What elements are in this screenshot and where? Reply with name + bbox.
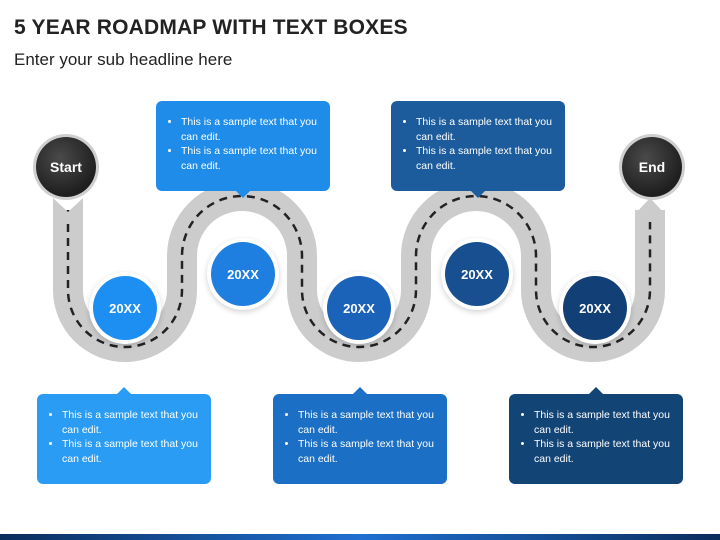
page-subtitle: Enter your sub headline here <box>14 50 233 69</box>
text-box-2: This is a sample text that you can edit.… <box>156 101 330 198</box>
text-box-1-pointer <box>117 387 131 394</box>
text-box-4-bullet-1: This is a sample text that you can edit. <box>416 115 555 144</box>
text-box-1-bullet-2: This is a sample text that you can edit. <box>62 437 201 466</box>
milestone-2-label: 20XX <box>227 266 259 282</box>
milestone-3-label: 20XX <box>343 300 375 316</box>
text-box-3: This is a sample text that you can edit.… <box>273 387 447 484</box>
text-box-5: This is a sample text that you can edit.… <box>509 387 683 484</box>
start-road-tail <box>53 198 83 220</box>
text-box-4-pointer <box>471 191 485 198</box>
text-box-5-bullet-1: This is a sample text that you can edit. <box>534 408 673 437</box>
page-title: 5 YEAR ROADMAP WITH TEXT BOXES <box>14 16 408 39</box>
text-box-3-pointer <box>353 387 367 394</box>
end-marker: End <box>622 137 682 197</box>
text-box-5-pointer <box>589 387 603 394</box>
footer-accent-bar <box>0 534 720 540</box>
text-box-2-bullet-1: This is a sample text that you can edit. <box>181 115 320 144</box>
text-box-4: This is a sample text that you can edit.… <box>391 101 565 198</box>
text-box-4-bullet-2: This is a sample text that you can edit. <box>416 144 555 173</box>
text-box-2-pointer <box>236 191 250 198</box>
text-box-4-list: This is a sample text that you can edit.… <box>401 115 555 173</box>
milestone-5: 20XX <box>563 276 627 340</box>
milestone-1: 20XX <box>93 276 157 340</box>
end-road-arrow <box>635 198 665 222</box>
text-box-3-list: This is a sample text that you can edit.… <box>283 408 437 466</box>
milestone-4: 20XX <box>445 242 509 306</box>
text-box-2-bullet-2: This is a sample text that you can edit. <box>181 144 320 173</box>
milestone-3: 20XX <box>327 276 391 340</box>
start-label: Start <box>50 159 82 175</box>
end-label: End <box>638 159 666 175</box>
text-box-3-bullet-2: This is a sample text that you can edit. <box>298 437 437 466</box>
milestone-2: 20XX <box>211 242 275 306</box>
milestone-4-label: 20XX <box>461 266 493 282</box>
start-marker: Start <box>36 137 96 197</box>
text-box-5-bullet-2: This is a sample text that you can edit. <box>534 437 673 466</box>
text-box-1-bullet-1: This is a sample text that you can edit. <box>62 408 201 437</box>
text-box-3-bullet-1: This is a sample text that you can edit. <box>298 408 437 437</box>
milestone-5-label: 20XX <box>579 300 611 316</box>
text-box-5-list: This is a sample text that you can edit.… <box>519 408 673 466</box>
milestone-1-label: 20XX <box>109 300 141 316</box>
text-box-1-list: This is a sample text that you can edit.… <box>47 408 201 466</box>
text-box-1: This is a sample text that you can edit.… <box>37 387 211 484</box>
text-box-2-list: This is a sample text that you can edit.… <box>166 115 320 173</box>
